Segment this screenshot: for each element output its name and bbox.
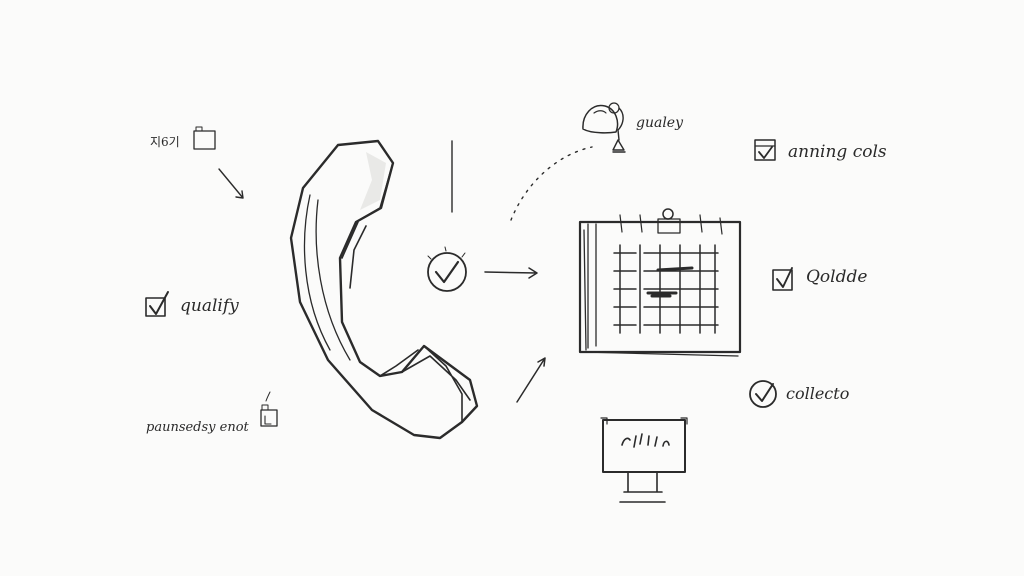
label-top-center: gualey xyxy=(636,115,683,131)
arrow-to-calendar xyxy=(484,267,538,279)
checkbox-schedule-icon xyxy=(772,267,793,291)
small-device-icon-top-left xyxy=(193,126,216,150)
label-qualify: qualify xyxy=(180,296,239,316)
check-circle-icon-collect xyxy=(749,380,777,408)
small-robot-icon xyxy=(260,391,278,427)
label-scanning-calls: anning cols xyxy=(788,142,887,162)
label-collect: collecto xyxy=(786,384,850,403)
calendar-icon xyxy=(578,208,742,357)
label-top-left: 지6기 xyxy=(150,135,180,149)
dotted-connector xyxy=(510,146,593,221)
arrow-top-left xyxy=(218,168,244,199)
arrow-up-to-calendar xyxy=(516,357,546,403)
label-schedule: Qoldde xyxy=(806,267,868,287)
label-bottom-left: paunsedsy enot xyxy=(146,420,249,435)
phone-handset-icon xyxy=(289,139,479,440)
checkbox-qualify-icon xyxy=(145,291,169,317)
check-circle-icon-center xyxy=(427,246,467,292)
bell-icon xyxy=(582,102,626,153)
checkbox-scanning-icon xyxy=(754,139,776,161)
monitor-icon xyxy=(600,417,688,503)
